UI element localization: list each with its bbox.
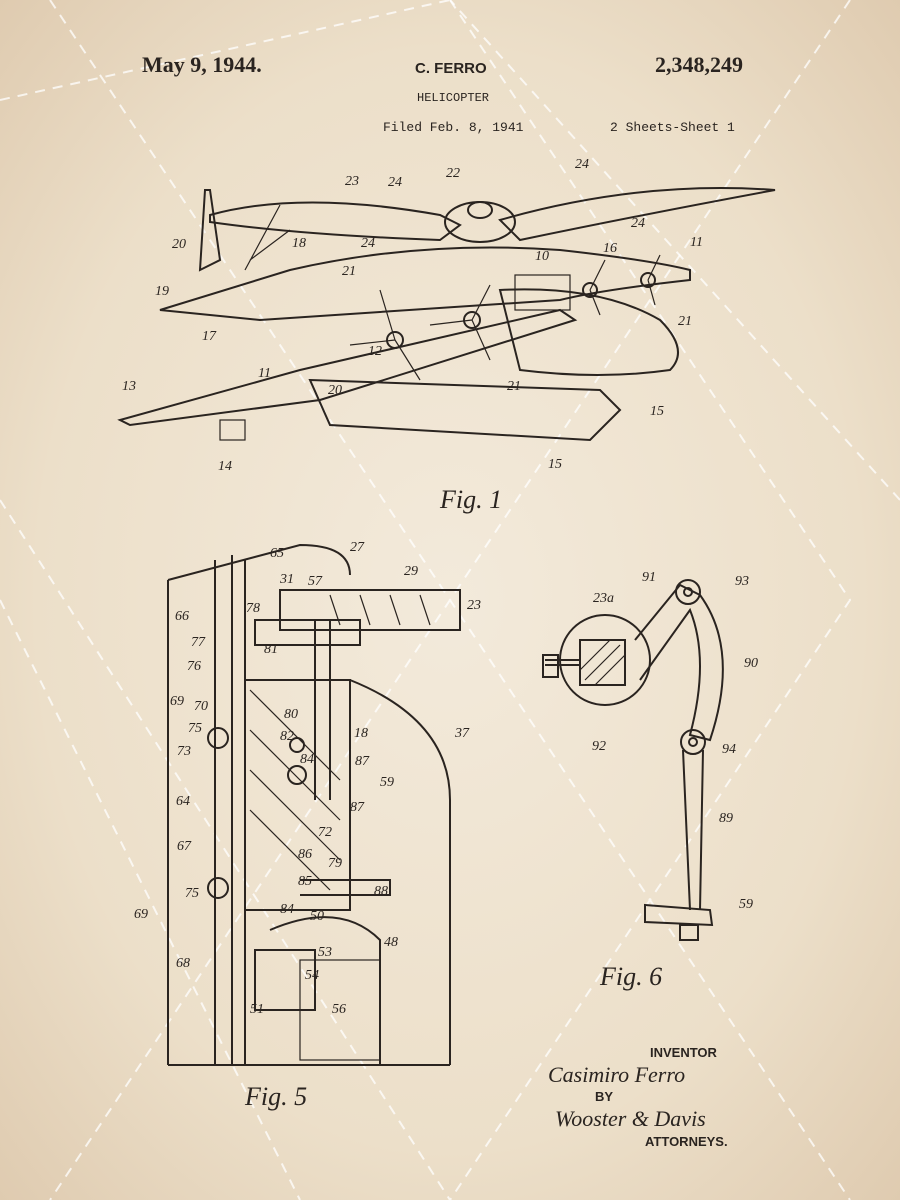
ref: 67 xyxy=(177,839,192,854)
ref: 86 xyxy=(298,847,312,862)
ref: 21 xyxy=(342,264,356,279)
ref: 70 xyxy=(194,699,208,714)
ref: 11 xyxy=(690,235,703,250)
ref: 79 xyxy=(328,856,342,871)
ref: 94 xyxy=(722,742,736,757)
ref: 64 xyxy=(176,794,190,809)
figure-5-section xyxy=(167,543,461,1066)
sheet-count: 2 Sheets-Sheet 1 xyxy=(610,120,735,135)
ref: 69 xyxy=(134,907,148,922)
ref: 77 xyxy=(191,635,206,650)
ref: 17 xyxy=(202,329,217,344)
ref: 20 xyxy=(172,237,186,252)
fig5-refs: 65 27 66 31 57 29 23 78 77 81 76 80 69 7… xyxy=(134,540,481,1111)
ref: 78 xyxy=(246,601,260,616)
fig1-refs: 23 24 22 24 24 20 18 24 10 16 11 21 19 1… xyxy=(122,157,703,514)
ref: 90 xyxy=(744,656,758,671)
ref: 18 xyxy=(292,236,306,251)
ref: 75 xyxy=(188,721,202,736)
ref: 21 xyxy=(507,379,521,394)
inventor-name: C. FERRO xyxy=(415,60,487,77)
ref: 16 xyxy=(603,241,617,256)
ref: 15 xyxy=(650,404,664,419)
ref: 69 xyxy=(170,694,184,709)
ref: 73 xyxy=(177,744,191,759)
ref: 24 xyxy=(575,157,589,172)
by-label: BY xyxy=(595,1089,614,1104)
ref: 18 xyxy=(354,726,368,741)
ref: 87 xyxy=(355,754,370,769)
ref: 65 xyxy=(270,546,284,561)
ref: 84 xyxy=(300,752,314,767)
ref: 24 xyxy=(361,236,375,251)
ref: 72 xyxy=(318,825,332,840)
ref: 85 xyxy=(298,874,312,889)
ref: 23a xyxy=(593,591,614,606)
fig5-label: Fig. 5 xyxy=(244,1082,307,1111)
ref: 50 xyxy=(310,909,324,924)
ref: 80 xyxy=(284,707,298,722)
patent-date: May 9, 1944. xyxy=(142,52,262,77)
ref: 24 xyxy=(388,175,402,190)
ref: 11 xyxy=(258,366,271,381)
attorney-signature: Wooster & Davis xyxy=(555,1106,706,1131)
ref: 51 xyxy=(250,1002,264,1017)
patent-number: 2,348,249 xyxy=(655,52,743,77)
ref: 84 xyxy=(280,902,294,917)
ref: 81 xyxy=(264,642,278,657)
ref: 59 xyxy=(380,775,394,790)
ref: 23 xyxy=(345,174,359,189)
ref: 92 xyxy=(592,739,606,754)
fig1-label: Fig. 1 xyxy=(439,485,502,514)
filed-date: Filed Feb. 8, 1941 xyxy=(383,120,524,135)
ref: 15 xyxy=(548,457,562,472)
ref: 13 xyxy=(122,379,136,394)
ref: 53 xyxy=(318,945,332,960)
ref: 66 xyxy=(175,609,189,624)
ref: 19 xyxy=(155,284,169,299)
attorneys-label: ATTORNEYS. xyxy=(645,1134,728,1149)
ref: 23 xyxy=(467,598,481,613)
ref: 27 xyxy=(350,540,365,555)
ref: 22 xyxy=(446,166,460,181)
ref: 56 xyxy=(332,1002,346,1017)
ref: 29 xyxy=(404,564,418,579)
ref: 88 xyxy=(374,884,388,899)
ref: 76 xyxy=(187,659,201,674)
figure-1-helicopter xyxy=(117,187,776,442)
inventor-label: INVENTOR xyxy=(650,1045,717,1060)
ref: 93 xyxy=(735,574,749,589)
ref: 37 xyxy=(454,726,470,741)
ref: 54 xyxy=(305,968,319,983)
ref: 31 xyxy=(279,572,294,587)
ref: 82 xyxy=(280,729,294,744)
fig6-label: Fig. 6 xyxy=(599,962,662,991)
ref: 21 xyxy=(678,314,692,329)
ref: 24 xyxy=(631,216,645,231)
ref: 48 xyxy=(384,935,398,950)
ref: 10 xyxy=(535,249,549,264)
ref: 68 xyxy=(176,956,190,971)
ref: 87 xyxy=(350,800,365,815)
ref: 75 xyxy=(185,886,199,901)
ref: 20 xyxy=(328,383,342,398)
inventor-signature: Casimiro Ferro xyxy=(548,1062,686,1087)
ref: 91 xyxy=(642,570,656,585)
ref: 59 xyxy=(739,897,753,912)
fig6-refs: 23a 91 93 90 92 94 89 59 Fig. 6 xyxy=(592,570,758,991)
patent-title: HELICOPTER xyxy=(417,91,490,105)
ref: 89 xyxy=(719,811,733,826)
figure-6-lever xyxy=(542,579,724,941)
ref: 57 xyxy=(308,574,323,589)
ref: 14 xyxy=(218,459,232,474)
ref: 12 xyxy=(368,344,382,359)
